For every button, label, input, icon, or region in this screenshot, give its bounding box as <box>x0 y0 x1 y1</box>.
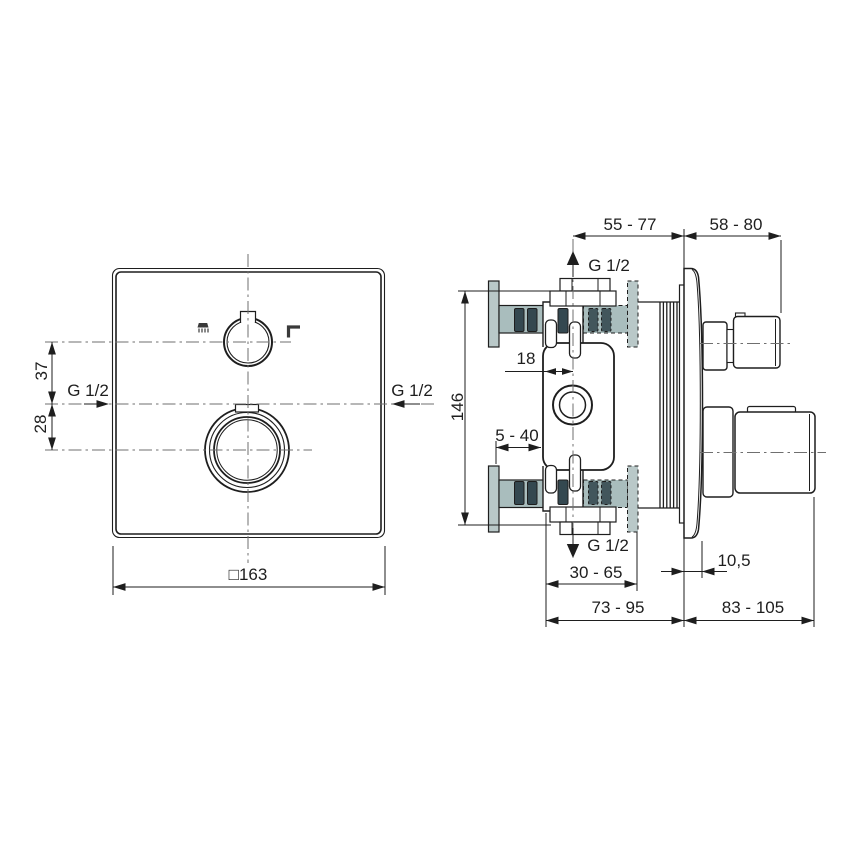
dimension-5-40: 5 - 40 <box>495 426 541 452</box>
dim-37-label: 37 <box>32 362 51 381</box>
escutcheon-plate <box>683 267 704 539</box>
outlet-top-connector <box>549 277 617 307</box>
front-view: 37 28 G 1/2 G 1/2 □163 <box>31 254 438 595</box>
dim-163-label: □163 <box>229 565 268 584</box>
dimension-83-105: 83 - 105 <box>684 598 814 625</box>
spout-icon <box>286 325 300 338</box>
down-arrow <box>566 544 580 558</box>
dim-28-label: 28 <box>31 415 50 434</box>
inlet-left-arrow <box>96 400 109 408</box>
outlet-top-annotation: G 1/2 <box>566 251 630 277</box>
threaded-body <box>637 301 681 509</box>
dimension-163: □163 <box>112 546 386 595</box>
temperature-handle-side <box>702 405 816 498</box>
g12-bottom-label: G 1/2 <box>587 536 629 555</box>
dim-30-65-label: 30 - 65 <box>570 563 623 582</box>
shower-icon <box>197 323 209 333</box>
dimension-58-80: 58 - 80 <box>684 215 781 240</box>
g12-top-label: G 1/2 <box>588 256 630 275</box>
inlet-left: G 1/2 <box>67 381 109 408</box>
dimension-10-5: 10,5 <box>661 551 751 576</box>
dim-73-95-label: 73 - 95 <box>592 598 645 617</box>
rail-end-plate <box>487 465 500 533</box>
dimension-18: 18 <box>505 349 573 375</box>
dimension-55-77: 55 - 77 <box>573 215 781 240</box>
inlet-right: G 1/2 <box>391 381 433 408</box>
dimension-37-28: 37 28 <box>31 342 56 450</box>
up-arrow <box>566 251 580 265</box>
valve-body <box>542 277 617 536</box>
dim-10-5-label: 10,5 <box>717 551 750 570</box>
g12-right-label: G 1/2 <box>391 381 433 400</box>
outlet-bottom-annotation: G 1/2 <box>566 528 629 558</box>
dim-18-label: 18 <box>517 349 536 368</box>
dimension-146: 146 <box>448 291 469 525</box>
rail-end-plate-hidden <box>627 280 639 348</box>
dim-58-80-label: 58 - 80 <box>710 215 763 234</box>
outlet-bottom-connector <box>549 506 617 536</box>
knob-notch <box>234 403 260 413</box>
dimension-73-95: 73 - 95 <box>546 598 814 625</box>
inlet-right-arrow <box>392 400 405 408</box>
dim-55-77-label: 55 - 77 <box>604 215 657 234</box>
g12-left-label: G 1/2 <box>67 381 109 400</box>
rail-end-plate-hidden <box>627 465 639 533</box>
dim-146-label: 146 <box>448 393 467 421</box>
dimension-30-65: 30 - 65 <box>546 563 637 588</box>
side-view: 55 - 77 58 - 80 G 1/2 G 1/2 146 <box>448 215 826 627</box>
dim-83-105-label: 83 - 105 <box>722 598 784 617</box>
diverter-handle-side <box>702 312 781 371</box>
dim-5-40-label: 5 - 40 <box>495 426 538 445</box>
